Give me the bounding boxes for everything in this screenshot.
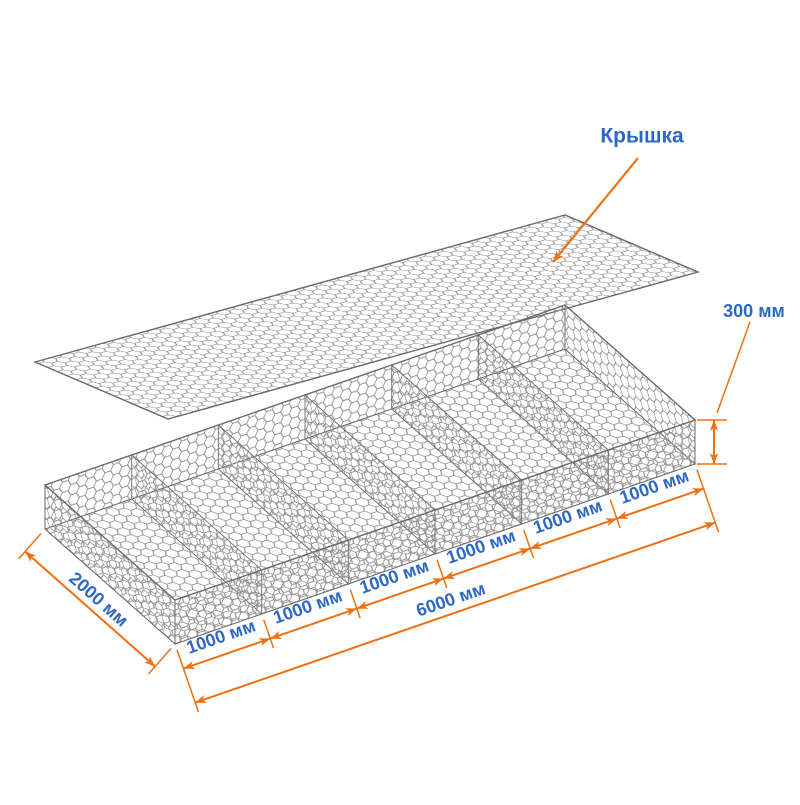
segment-dim-6 xyxy=(616,487,704,520)
lid-label: Крышка xyxy=(600,125,684,148)
lid-callout: Крышка xyxy=(552,125,684,263)
extension-line-6 xyxy=(696,469,720,533)
height-dimension-label: 300 мм xyxy=(723,301,785,321)
lid-leader-arrow xyxy=(552,157,639,263)
width-ext-left xyxy=(17,533,42,560)
lid-outline xyxy=(32,214,701,420)
width-dimension-line xyxy=(24,550,156,668)
extension-line-0 xyxy=(176,649,200,713)
length-dimension-line xyxy=(194,521,716,704)
width-ext-right xyxy=(147,648,172,675)
height-leader xyxy=(716,321,751,414)
lid xyxy=(32,214,701,420)
height-dimension: 300 мм xyxy=(697,301,785,465)
